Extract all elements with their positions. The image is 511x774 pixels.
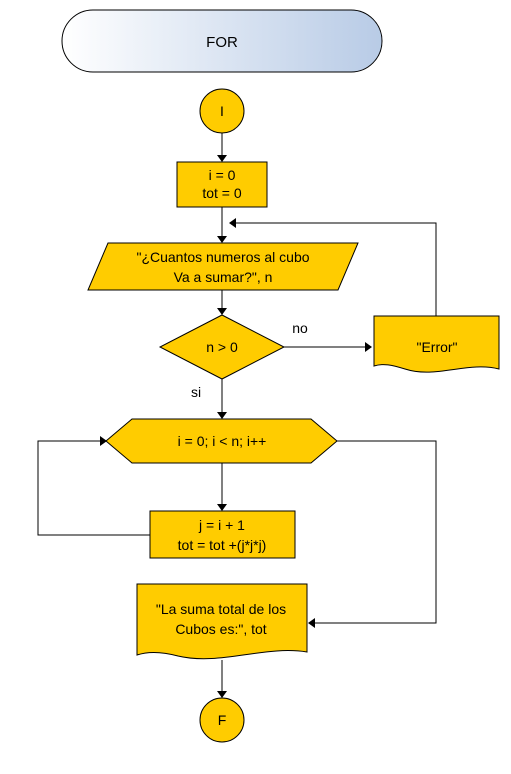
arrowhead-loop-process: [217, 504, 227, 511]
arrowhead-output-end: [217, 691, 227, 698]
arrowhead-decision-loop: [217, 412, 227, 419]
decision-node[interactable]: n > 0: [158, 314, 286, 380]
arrowhead-loop-exit: [308, 618, 315, 628]
input-parallelogram: [87, 242, 359, 291]
arrowhead-input-decision: [217, 308, 227, 315]
arrowhead-error-back: [229, 218, 236, 228]
edge-process-back: [37, 440, 150, 536]
error-document-shape: [373, 315, 500, 373]
output-document-shape: [136, 583, 308, 660]
loop-label: i = 0; i < n; i++: [178, 433, 267, 449]
process-line1: j = i + 1: [198, 517, 245, 533]
sum-process[interactable]: j = i + 1 tot = tot +(j*j*j): [149, 510, 296, 559]
loop-node[interactable]: i = 0; i < n; i++: [105, 418, 338, 464]
start-node[interactable]: I: [199, 88, 245, 134]
arrowhead-decision-error: [365, 342, 372, 352]
edge-error-back: [236, 222, 437, 316]
input-data[interactable]: "¿Cuantos numeros al cubo Va a sumar?", …: [87, 242, 359, 291]
end-node[interactable]: F: [199, 697, 245, 743]
init-line2: tot = 0: [202, 185, 242, 201]
decision-label: n > 0: [206, 339, 238, 355]
sum-rect: [149, 510, 296, 559]
output-document[interactable]: "La suma total de los Cubos es:", tot: [136, 583, 308, 660]
arrowhead-start-init: [217, 155, 227, 162]
init-line1: i = 0: [209, 167, 236, 183]
arrowhead-process-back: [100, 436, 107, 446]
no-label: no: [292, 320, 308, 336]
process-line2: tot = tot +(j*j*j): [178, 537, 267, 553]
input-line2: Va a sumar?", n: [174, 269, 273, 285]
end-label: F: [218, 712, 227, 728]
init-process[interactable]: i = 0 tot = 0: [176, 161, 268, 208]
error-label: "Error": [416, 339, 457, 355]
si-label: si: [191, 384, 201, 400]
title-pill: [61, 9, 383, 73]
edge-loop-exit: [315, 440, 437, 624]
input-line1: "¿Cuantos numeros al cubo: [136, 249, 309, 265]
title-shape[interactable]: FOR: [61, 9, 383, 73]
error-document[interactable]: "Error": [373, 315, 500, 373]
output-line2: Cubos es:", tot: [175, 621, 266, 637]
start-label: I: [220, 103, 224, 119]
end-circle: [199, 697, 245, 743]
output-line1: "La suma total de los: [156, 601, 286, 617]
arrowhead-init-input: [217, 236, 227, 243]
title-label: FOR: [206, 34, 238, 51]
